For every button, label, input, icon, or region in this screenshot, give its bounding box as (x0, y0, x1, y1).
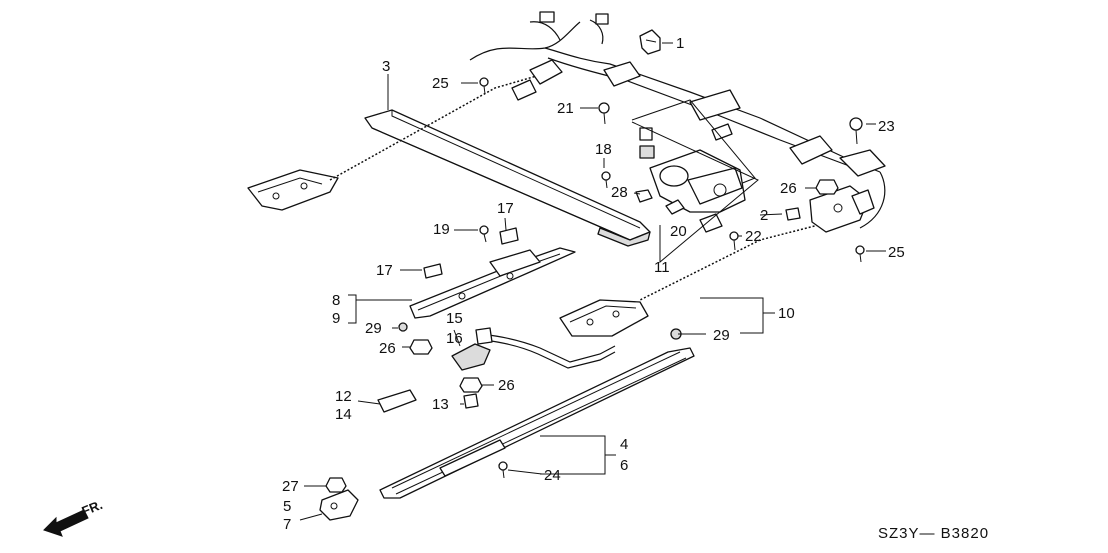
callout-26-left: 26 (379, 340, 396, 357)
harness-clip (639, 29, 661, 55)
bracket-5-7 (319, 489, 359, 521)
callout-27: 27 (282, 478, 299, 495)
callout-12: 12 (335, 388, 352, 405)
right-rear-drive (809, 185, 875, 233)
bolt-18 (601, 171, 611, 189)
left-rear-guide-plate (409, 247, 576, 319)
nut-29-left (398, 322, 408, 332)
callout-2: 2 (760, 207, 768, 224)
nut-28 (635, 189, 653, 203)
clip-25-left (479, 77, 489, 95)
bolt-20 (665, 199, 685, 215)
callout-20: 20 (670, 223, 687, 240)
callout-24: 24 (544, 467, 561, 484)
right-guide-assembly (559, 299, 649, 337)
bolt-23 (849, 117, 863, 145)
left-front-guide (247, 169, 339, 211)
callout-28: 28 (611, 184, 628, 201)
callout-29-right: 29 (713, 327, 730, 344)
nut-27 (325, 477, 347, 493)
callout-3: 3 (382, 58, 390, 75)
bolt-22 (729, 231, 739, 251)
callout-25-upper: 25 (432, 75, 449, 92)
callout-5: 5 (283, 498, 291, 515)
front-direction-indicator: FR. (43, 497, 105, 537)
callout-10: 10 (778, 305, 795, 322)
callout-labels: 1 2 3 4 5 6 7 8 9 10 11 12 13 14 15 16 1… (282, 35, 905, 533)
screw-19 (479, 225, 489, 243)
callout-14: 14 (335, 406, 352, 423)
callout-18: 18 (595, 141, 612, 158)
leader-lines (299, 42, 886, 521)
slide-shoe-17-lower (423, 263, 443, 279)
right-drive-cable (639, 221, 831, 301)
sunroof-motor-assembly (631, 99, 756, 233)
clip-13 (463, 393, 479, 409)
callout-17-upper: 17 (497, 200, 514, 217)
callout-29-left: 29 (365, 320, 382, 337)
callout-26-right: 26 (780, 180, 797, 197)
front-cross-member (364, 109, 651, 247)
callout-26-center: 26 (498, 377, 515, 394)
front-label: FR. (80, 497, 105, 519)
callout-22: 22 (745, 228, 762, 245)
callout-21: 21 (557, 100, 574, 117)
callout-11: 11 (654, 259, 670, 276)
slide-shoe-17-upper (499, 227, 519, 245)
clip-25-right (855, 245, 865, 263)
callout-17-lower: 17 (376, 262, 393, 279)
drain-tube (451, 327, 616, 371)
callout-6: 6 (620, 457, 628, 474)
callout-7: 7 (283, 516, 291, 533)
callout-8: 8 (332, 292, 340, 309)
callout-15: 15 (446, 310, 463, 327)
nut-26-left (409, 339, 433, 355)
sunroof-wire-harness (469, 11, 886, 229)
callout-16: 16 (446, 330, 463, 347)
nut-26-right (815, 179, 839, 195)
sunshade-rail (379, 347, 695, 499)
left-drive-cable (329, 74, 541, 181)
screw-24 (498, 461, 508, 479)
screw-21 (598, 102, 610, 125)
callout-13: 13 (432, 396, 449, 413)
front-arrow-icon (43, 509, 89, 537)
diagram-code: SZ3Y— B3820 (878, 525, 989, 542)
callout-9: 9 (332, 310, 340, 327)
callout-25-right: 25 (888, 244, 905, 261)
nut-26-center (459, 377, 483, 393)
callout-23: 23 (878, 118, 895, 135)
callout-4: 4 (620, 436, 628, 453)
screw-2 (785, 207, 801, 221)
holder-12-14 (377, 389, 417, 413)
callout-1: 1 (676, 35, 684, 52)
callout-19: 19 (433, 221, 450, 238)
